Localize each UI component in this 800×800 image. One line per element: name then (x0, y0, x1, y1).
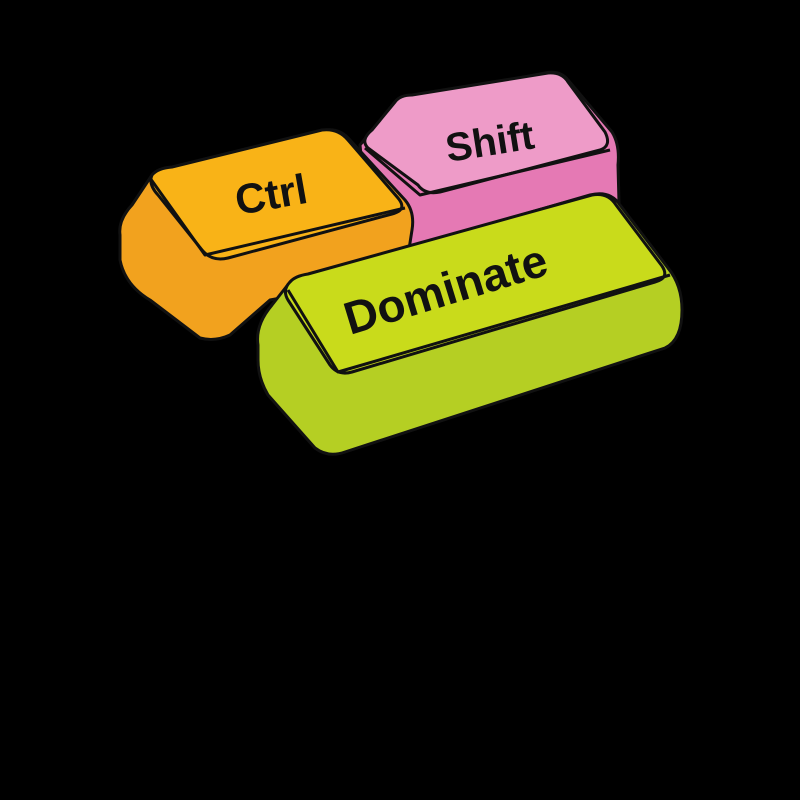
ctrl-key-edge (148, 177, 406, 257)
dominate-key: Dominate (256, 192, 684, 456)
shift-key: Shift (358, 70, 622, 262)
shift-key-top (363, 71, 610, 195)
dominate-key-edge (286, 273, 671, 374)
shift-key-edge (364, 146, 611, 197)
